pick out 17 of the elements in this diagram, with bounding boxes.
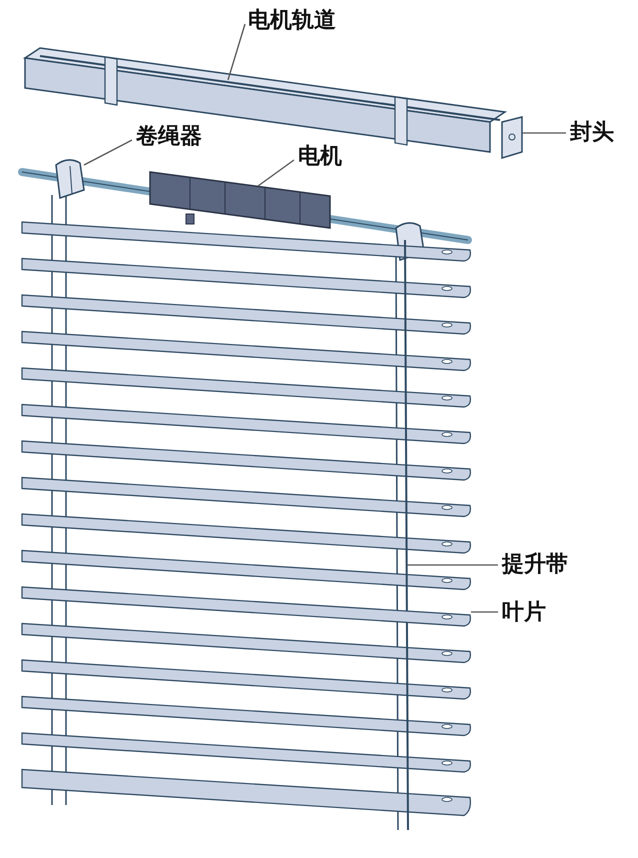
strap-drawing <box>404 240 409 830</box>
part-drawing <box>501 116 523 159</box>
part-label: 封头 <box>570 120 614 146</box>
slat-drawing <box>21 586 471 627</box>
leader-line <box>227 24 246 80</box>
leader-line <box>471 611 498 613</box>
leader-line <box>407 564 498 566</box>
motor-drawing <box>149 171 331 229</box>
leader-line <box>258 159 294 187</box>
leader-line <box>84 139 132 166</box>
part-label: 叶片 <box>502 600 546 626</box>
part-label: 电机轨道 <box>248 8 336 34</box>
part-drawing <box>55 159 85 199</box>
part-label: 提升带 <box>502 552 568 578</box>
part-label: 电机 <box>298 144 342 170</box>
leader-line <box>522 132 566 134</box>
part-label: 卷绳器 <box>136 124 202 150</box>
